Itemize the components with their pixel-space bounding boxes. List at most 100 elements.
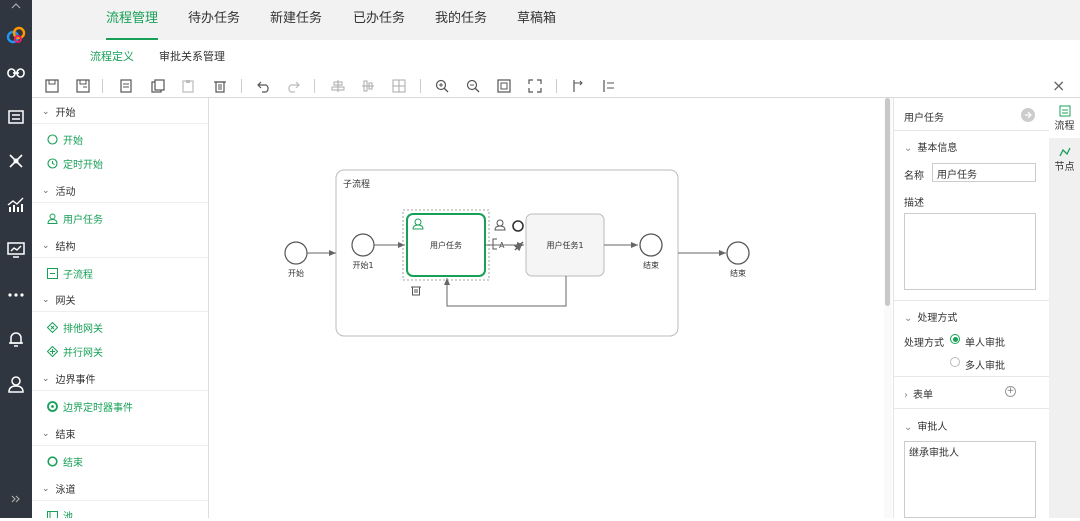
palette-group-gateway[interactable]: ⌄网关 bbox=[32, 288, 208, 312]
side-tab-node[interactable]: 节点 bbox=[1049, 139, 1080, 179]
copy-icon[interactable] bbox=[148, 76, 168, 96]
subtab-approval-relations[interactable]: 审批关系管理 bbox=[159, 50, 225, 63]
delete-icon[interactable] bbox=[210, 76, 230, 96]
more-icon[interactable] bbox=[0, 282, 32, 308]
form-list-icon[interactable] bbox=[0, 104, 32, 130]
palette-item-parallel-gateway[interactable]: 并行网关 bbox=[32, 339, 208, 363]
zoom-in-icon[interactable] bbox=[432, 76, 452, 96]
link-icon[interactable] bbox=[0, 60, 32, 86]
network-icon[interactable] bbox=[0, 148, 32, 174]
app-logo-icon bbox=[0, 22, 32, 48]
palette-item-user-task[interactable]: 用户任务 bbox=[32, 206, 208, 230]
subprocess-icon bbox=[46, 267, 58, 279]
actual-size-icon[interactable] bbox=[525, 76, 545, 96]
grid-icon[interactable] bbox=[389, 76, 409, 96]
exclusive-gateway-icon bbox=[46, 321, 58, 333]
expand-rail-icon[interactable] bbox=[0, 486, 32, 512]
diagram-canvas[interactable]: 子流程 开始 开始1 用户任务 bbox=[210, 98, 884, 518]
chevron-down-icon: ⌄ bbox=[904, 422, 913, 433]
start-event-outer-label: 开始 bbox=[288, 268, 304, 278]
user-task-icon bbox=[46, 212, 58, 224]
canvas-scrollbar[interactable] bbox=[884, 98, 892, 518]
node-palette: ⌄开始 开始 定时开始 ⌄活动 用户任务 ⌄结构 子流程 ⌄网关 排他网关 并行… bbox=[32, 98, 209, 518]
chevron-down-icon: ⌄ bbox=[904, 143, 913, 154]
close-editor-button[interactable]: × bbox=[1052, 76, 1066, 95]
palette-group-activity[interactable]: ⌄活动 bbox=[32, 179, 208, 203]
collapse-up-icon[interactable] bbox=[0, 0, 32, 12]
nav-tab-done[interactable]: 已办任务 bbox=[353, 11, 406, 26]
user-task-icon bbox=[412, 218, 424, 230]
end-event-outer[interactable] bbox=[726, 241, 750, 265]
description-textarea[interactable] bbox=[904, 213, 1036, 290]
undo-icon[interactable] bbox=[254, 76, 274, 96]
start-event-inner[interactable] bbox=[351, 233, 375, 257]
flow-loop-back[interactable] bbox=[444, 276, 567, 307]
save-as-icon[interactable] bbox=[73, 76, 93, 96]
radio-multi-approval[interactable] bbox=[950, 357, 960, 367]
monitor-chart-icon[interactable] bbox=[0, 237, 32, 263]
palette-group-boundary[interactable]: ⌄边界事件 bbox=[32, 367, 208, 391]
subtab-process-definition[interactable]: 流程定义 bbox=[90, 50, 134, 63]
palette-item-end[interactable]: 结束 bbox=[32, 449, 208, 473]
palette-group-end[interactable]: ⌄结束 bbox=[32, 422, 208, 446]
user-icon[interactable] bbox=[0, 371, 32, 397]
nav-tab-drafts[interactable]: 草稿箱 bbox=[517, 11, 557, 26]
radio-single-approval[interactable] bbox=[950, 334, 960, 344]
section-basic-info[interactable]: ⌄基本信息 bbox=[904, 143, 958, 154]
align-icon[interactable] bbox=[328, 76, 348, 96]
bell-icon[interactable] bbox=[0, 326, 32, 352]
name-input[interactable]: 用户任务 bbox=[932, 163, 1036, 182]
palette-group-lane[interactable]: ⌄泳道 bbox=[32, 477, 208, 501]
nav-tab-new-task[interactable]: 新建任务 bbox=[270, 11, 323, 26]
chevron-down-icon: ⌄ bbox=[42, 373, 50, 384]
nav-tab-todo[interactable]: 待办任务 bbox=[188, 11, 241, 26]
nav-tab-my-tasks[interactable]: 我的任务 bbox=[435, 11, 488, 26]
parallel-gateway-icon bbox=[46, 345, 58, 357]
section-approver[interactable]: ⌄审批人 bbox=[904, 422, 948, 433]
node-network-icon bbox=[1058, 147, 1071, 156]
paste-icon[interactable] bbox=[178, 76, 198, 96]
section-form[interactable]: ›表单 bbox=[904, 390, 933, 401]
bar-chart-icon[interactable] bbox=[0, 192, 32, 218]
chevron-down-icon: ⌄ bbox=[42, 185, 50, 196]
fit-icon[interactable] bbox=[494, 76, 514, 96]
canvas-scrollbar-thumb[interactable] bbox=[885, 98, 890, 306]
palette-group-structure[interactable]: ⌄结构 bbox=[32, 234, 208, 258]
chevron-down-icon: ⌄ bbox=[42, 428, 50, 439]
end-event-icon bbox=[46, 455, 58, 467]
arrow-right-icon[interactable] bbox=[1021, 108, 1035, 122]
palette-item-exclusive-gateway[interactable]: 排他网关 bbox=[32, 315, 208, 339]
palette-item-start[interactable]: 开始 bbox=[32, 127, 208, 151]
delete-node-icon[interactable] bbox=[411, 286, 421, 296]
start-event-inner-label: 开始1 bbox=[352, 260, 373, 270]
palette-item-pool[interactable]: 池 bbox=[32, 503, 208, 518]
side-tab-process[interactable]: 流程 bbox=[1049, 98, 1080, 138]
add-form-icon[interactable]: + bbox=[1005, 386, 1016, 397]
layout-icon[interactable] bbox=[568, 76, 588, 96]
nav-tab-process-management[interactable]: 流程管理 bbox=[106, 0, 159, 40]
end-event-inner[interactable] bbox=[639, 233, 663, 257]
approver-field[interactable]: 继承审批人 bbox=[904, 441, 1036, 518]
chevron-down-icon: ⌄ bbox=[42, 483, 50, 494]
subprocess-container[interactable] bbox=[335, 169, 679, 337]
properties-panel: 用户任务 ⌄基本信息 名称 用户任务 描述 ⌄处理方式 处理方式 单人审批 多人… bbox=[893, 98, 1049, 518]
distribute-icon[interactable] bbox=[358, 76, 378, 96]
timer-event-icon bbox=[46, 400, 58, 412]
zoom-out-icon[interactable] bbox=[463, 76, 483, 96]
append-end-event-icon[interactable] bbox=[512, 220, 524, 232]
redo-icon[interactable] bbox=[283, 76, 303, 96]
side-tabs: 流程 节点 bbox=[1049, 98, 1080, 518]
palette-group-start[interactable]: ⌄开始 bbox=[32, 100, 208, 124]
palette-item-timer-start[interactable]: 定时开始 bbox=[32, 151, 208, 175]
save-icon[interactable] bbox=[42, 76, 62, 96]
palette-item-boundary-timer[interactable]: 边界定时器事件 bbox=[32, 394, 208, 418]
user-task-1-label: 用户任务1 bbox=[546, 240, 583, 250]
start-event-outer[interactable] bbox=[284, 241, 308, 265]
handling-label: 处理方式 bbox=[904, 338, 944, 349]
section-handling[interactable]: ⌄处理方式 bbox=[904, 313, 958, 324]
append-user-task-icon[interactable] bbox=[494, 219, 506, 231]
palette-item-subprocess[interactable]: 子流程 bbox=[32, 261, 208, 285]
sequence-icon[interactable] bbox=[598, 76, 618, 96]
preview-icon[interactable] bbox=[116, 76, 136, 96]
end-event-inner-label: 结束 bbox=[643, 260, 659, 270]
